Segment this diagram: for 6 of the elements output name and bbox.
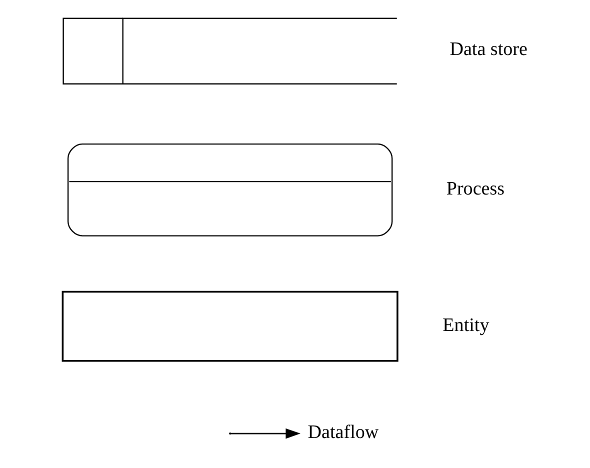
node-label: Process [446,178,505,200]
arrow [230,428,300,439]
node-box [62,290,398,362]
node-label: Entity [442,314,490,336]
node-label: Data store [450,39,528,60]
node-text: Dataflow [308,422,379,444]
